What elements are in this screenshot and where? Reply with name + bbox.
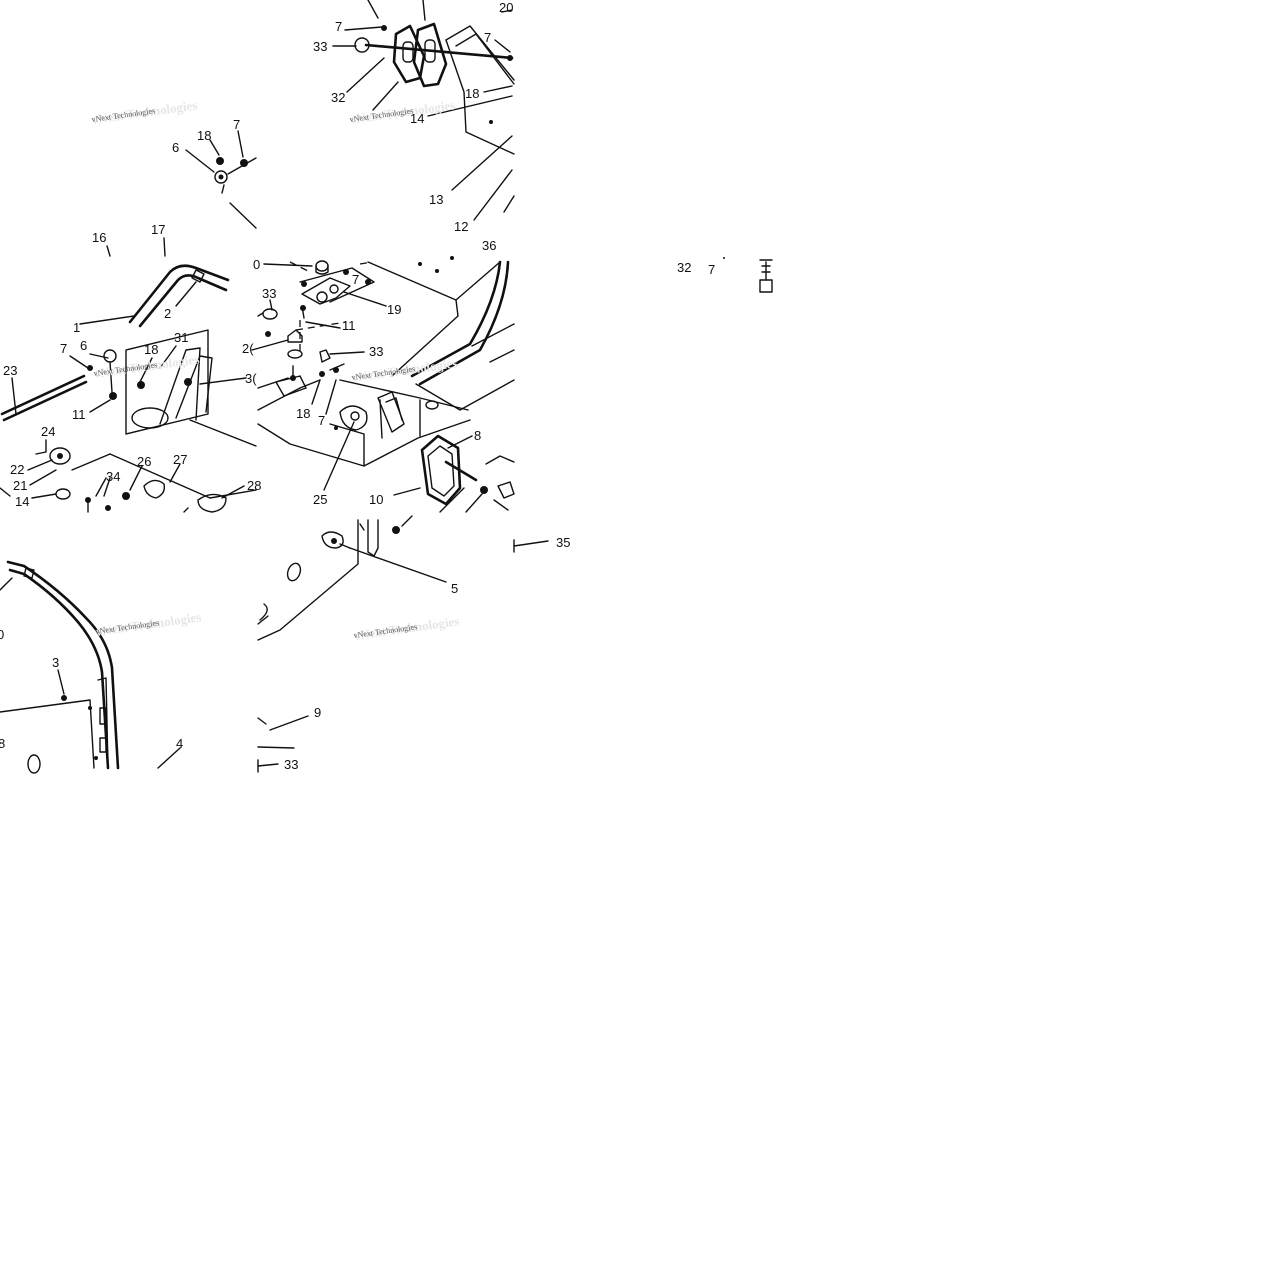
clamp-5 xyxy=(321,515,413,549)
tile-right-fragment xyxy=(723,257,773,293)
callout-33: 34 xyxy=(106,469,120,484)
callout-16: 16 xyxy=(92,230,106,245)
callout-14: 14 xyxy=(410,111,424,126)
callout-18: 18 xyxy=(465,86,479,101)
flange-plate xyxy=(354,22,514,88)
cut-label-0: 0 xyxy=(0,627,4,642)
callout-6: 6 xyxy=(80,338,87,353)
cut-label-30: 3( xyxy=(245,371,257,386)
callout-32: 33 xyxy=(284,757,298,772)
callout-18: 18 xyxy=(296,406,310,421)
leader-lines-bottom-left xyxy=(0,577,181,769)
callout-32: 33 xyxy=(369,344,383,359)
cut-label-28: 28 xyxy=(247,478,261,493)
leader-lines-bottom-middle xyxy=(257,539,549,773)
leader-lines-center xyxy=(251,263,483,513)
callout-14: 14 xyxy=(15,494,29,509)
callout-19: 19 xyxy=(387,302,401,317)
tile-bottom-left xyxy=(0,560,181,774)
cut-off-labels: 0 2( 3( 28 0 8 xyxy=(0,257,261,751)
main-frame xyxy=(257,256,501,467)
callout-22: 22 xyxy=(10,462,24,477)
leader-lines-middle-left xyxy=(0,237,247,513)
callout-7: 7 xyxy=(352,272,359,287)
mount-stack-2 xyxy=(257,308,345,397)
callout-7: 7 xyxy=(335,19,342,34)
callout-18: 18 xyxy=(197,128,211,143)
callout-13: 13 xyxy=(429,192,443,207)
cut-label-0: 0 xyxy=(253,257,260,272)
callout-4: 4 xyxy=(176,736,183,751)
watermark: vNext Technologies vNext Technologies xyxy=(95,609,203,639)
watermark-layer: vNext Technologies vNext Technologies vN… xyxy=(91,97,461,643)
side-flange-8 xyxy=(420,434,515,511)
watermark: vNext Technologies vNext Technologies xyxy=(349,97,457,127)
callout-32: 33 xyxy=(262,286,276,301)
callout-17: 17 xyxy=(151,222,165,237)
callout-labels: 6 18 7 20 7 7 33 18 32 14 13 12 36 16 17… xyxy=(3,0,715,772)
callout-11: 11 xyxy=(72,407,86,422)
callout-7: 7 xyxy=(60,341,67,356)
bracket-assembly-6-18-7 xyxy=(185,130,257,229)
callout-10: 10 xyxy=(369,492,383,507)
callout-8: 8 xyxy=(474,428,481,443)
mount-plate-19 xyxy=(289,260,375,352)
callout-7: 7 xyxy=(233,117,240,132)
handle-bar xyxy=(128,264,230,328)
cut-label-2: 2( xyxy=(242,341,254,356)
watermark: vNext Technologies vNext Technologies xyxy=(91,97,199,127)
callout-29: 31 xyxy=(174,330,188,345)
tile-bottom-middle xyxy=(257,515,549,773)
callout-36: 36 xyxy=(482,238,496,253)
callout-6: 6 xyxy=(172,140,179,155)
handle-rail-center xyxy=(410,260,515,411)
tile-center xyxy=(251,256,515,513)
tile-middle-left xyxy=(0,237,257,513)
callout-31: 32 xyxy=(331,90,345,105)
watermark: vNext Technologies vNext Technologies xyxy=(351,355,459,385)
callout-23: 23 xyxy=(3,363,17,378)
rail-bottom-left xyxy=(0,560,120,774)
callout-7: 7 xyxy=(484,30,491,45)
tile-top-left xyxy=(185,130,257,229)
lower-frame xyxy=(257,519,379,641)
tile-top-middle xyxy=(332,0,515,221)
callout-24: 24 xyxy=(41,424,55,439)
callout-3: 3 xyxy=(52,655,59,670)
callout-2: 2 xyxy=(164,306,171,321)
callout-34: 35 xyxy=(556,535,570,550)
callout-12: 12 xyxy=(454,219,468,234)
watermark: vNext Technologies vNext Technologies xyxy=(353,613,461,643)
callout-9: 9 xyxy=(314,705,321,720)
mounting-bracket xyxy=(87,329,213,435)
callout-25: 25 xyxy=(313,492,327,507)
callout-27: 27 xyxy=(173,452,187,467)
frame-panel xyxy=(445,25,515,213)
callout-7: 7 xyxy=(318,413,325,428)
cut-label-8: 8 xyxy=(0,736,5,751)
callout-11: 11 xyxy=(342,318,356,333)
callout-31: 32 xyxy=(677,260,691,275)
callout-32: 33 xyxy=(313,39,327,54)
callout-7: 7 xyxy=(708,262,715,277)
callout-26: 26 xyxy=(137,454,151,469)
callout-5: 5 xyxy=(451,581,458,596)
callout-1: 1 xyxy=(73,320,80,335)
callout-21: 21 xyxy=(13,478,27,493)
cam-25 xyxy=(339,405,368,431)
lower-panel-left xyxy=(49,419,257,513)
callout-20: 20 xyxy=(499,0,513,15)
leader-lines-top-middle xyxy=(332,0,513,221)
callout-18: 18 xyxy=(144,342,158,357)
